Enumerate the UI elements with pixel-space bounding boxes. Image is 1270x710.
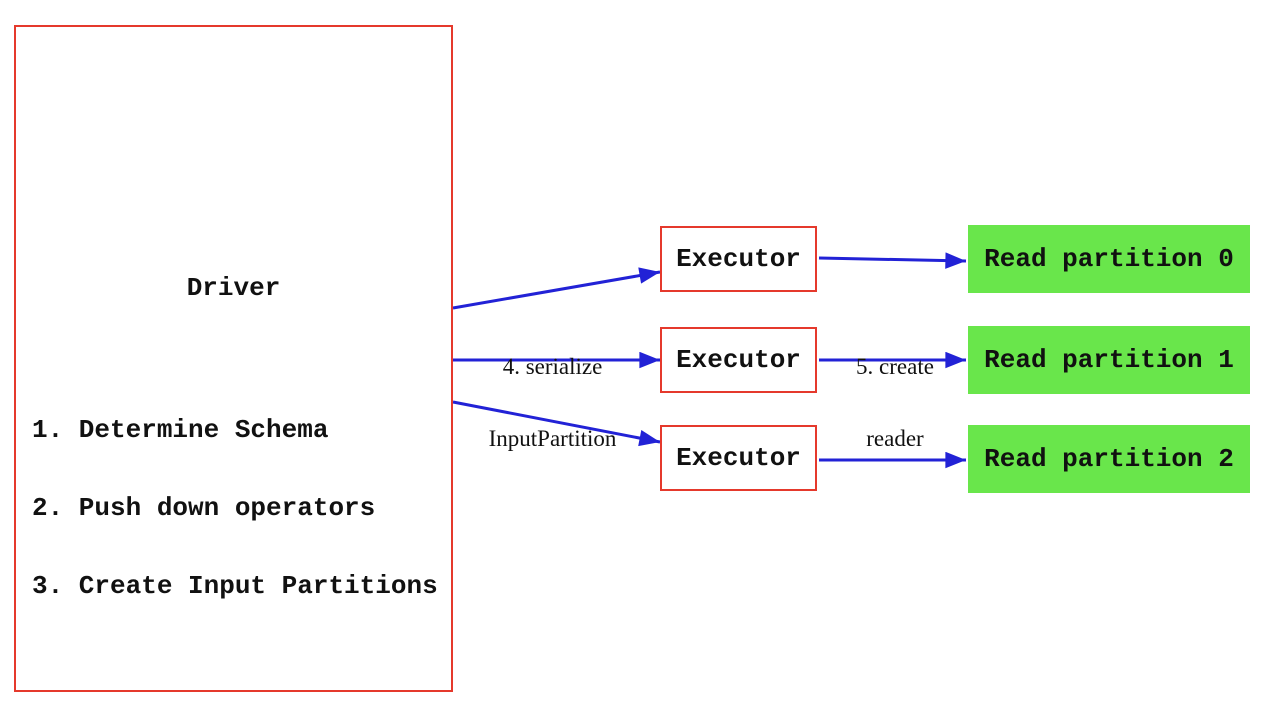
serialize-label-line2: InputPartition [488,426,617,451]
executor-box-1: Executor [660,327,817,393]
partition-label-1: Read partition 1 [984,345,1234,375]
driver-step-3: 3. Create Input Partitions [32,571,438,601]
partition-label-2: Read partition 2 [984,444,1234,474]
driver-step-1: 1. Determine Schema [32,415,329,445]
arrow-driver-to-executor-0 [452,267,661,310]
arrow-driver-to-executor-2 [452,400,661,447]
arrow-executor-0-to-partition-0 [818,252,967,269]
partition-box-2: Read partition 2 [968,425,1250,493]
create-reader-label-line1: 5. create [856,354,934,379]
partition-box-1: Read partition 1 [968,326,1250,394]
create-reader-label: 5. create reader [815,307,975,499]
executor-label-2: Executor [676,443,801,473]
serialize-inputpartition-label: 4. serialize InputPartition [455,307,650,499]
serialize-label-line1: 4. serialize [502,354,603,379]
executor-box-0: Executor [660,226,817,292]
driver-title: Driver [186,273,281,303]
driver-box: Driver 1. Determine Schema 2. Push down … [14,25,453,692]
create-reader-label-line2: reader [866,426,924,451]
executor-label-0: Executor [676,244,801,274]
driver-steps: 1. Determine Schema 2. Push down operato… [32,365,438,651]
partition-label-0: Read partition 0 [984,244,1234,274]
driver-step-2: 2. Push down operators [32,493,376,523]
partition-box-0: Read partition 0 [968,225,1250,293]
executor-box-2: Executor [660,425,817,491]
executor-label-1: Executor [676,345,801,375]
